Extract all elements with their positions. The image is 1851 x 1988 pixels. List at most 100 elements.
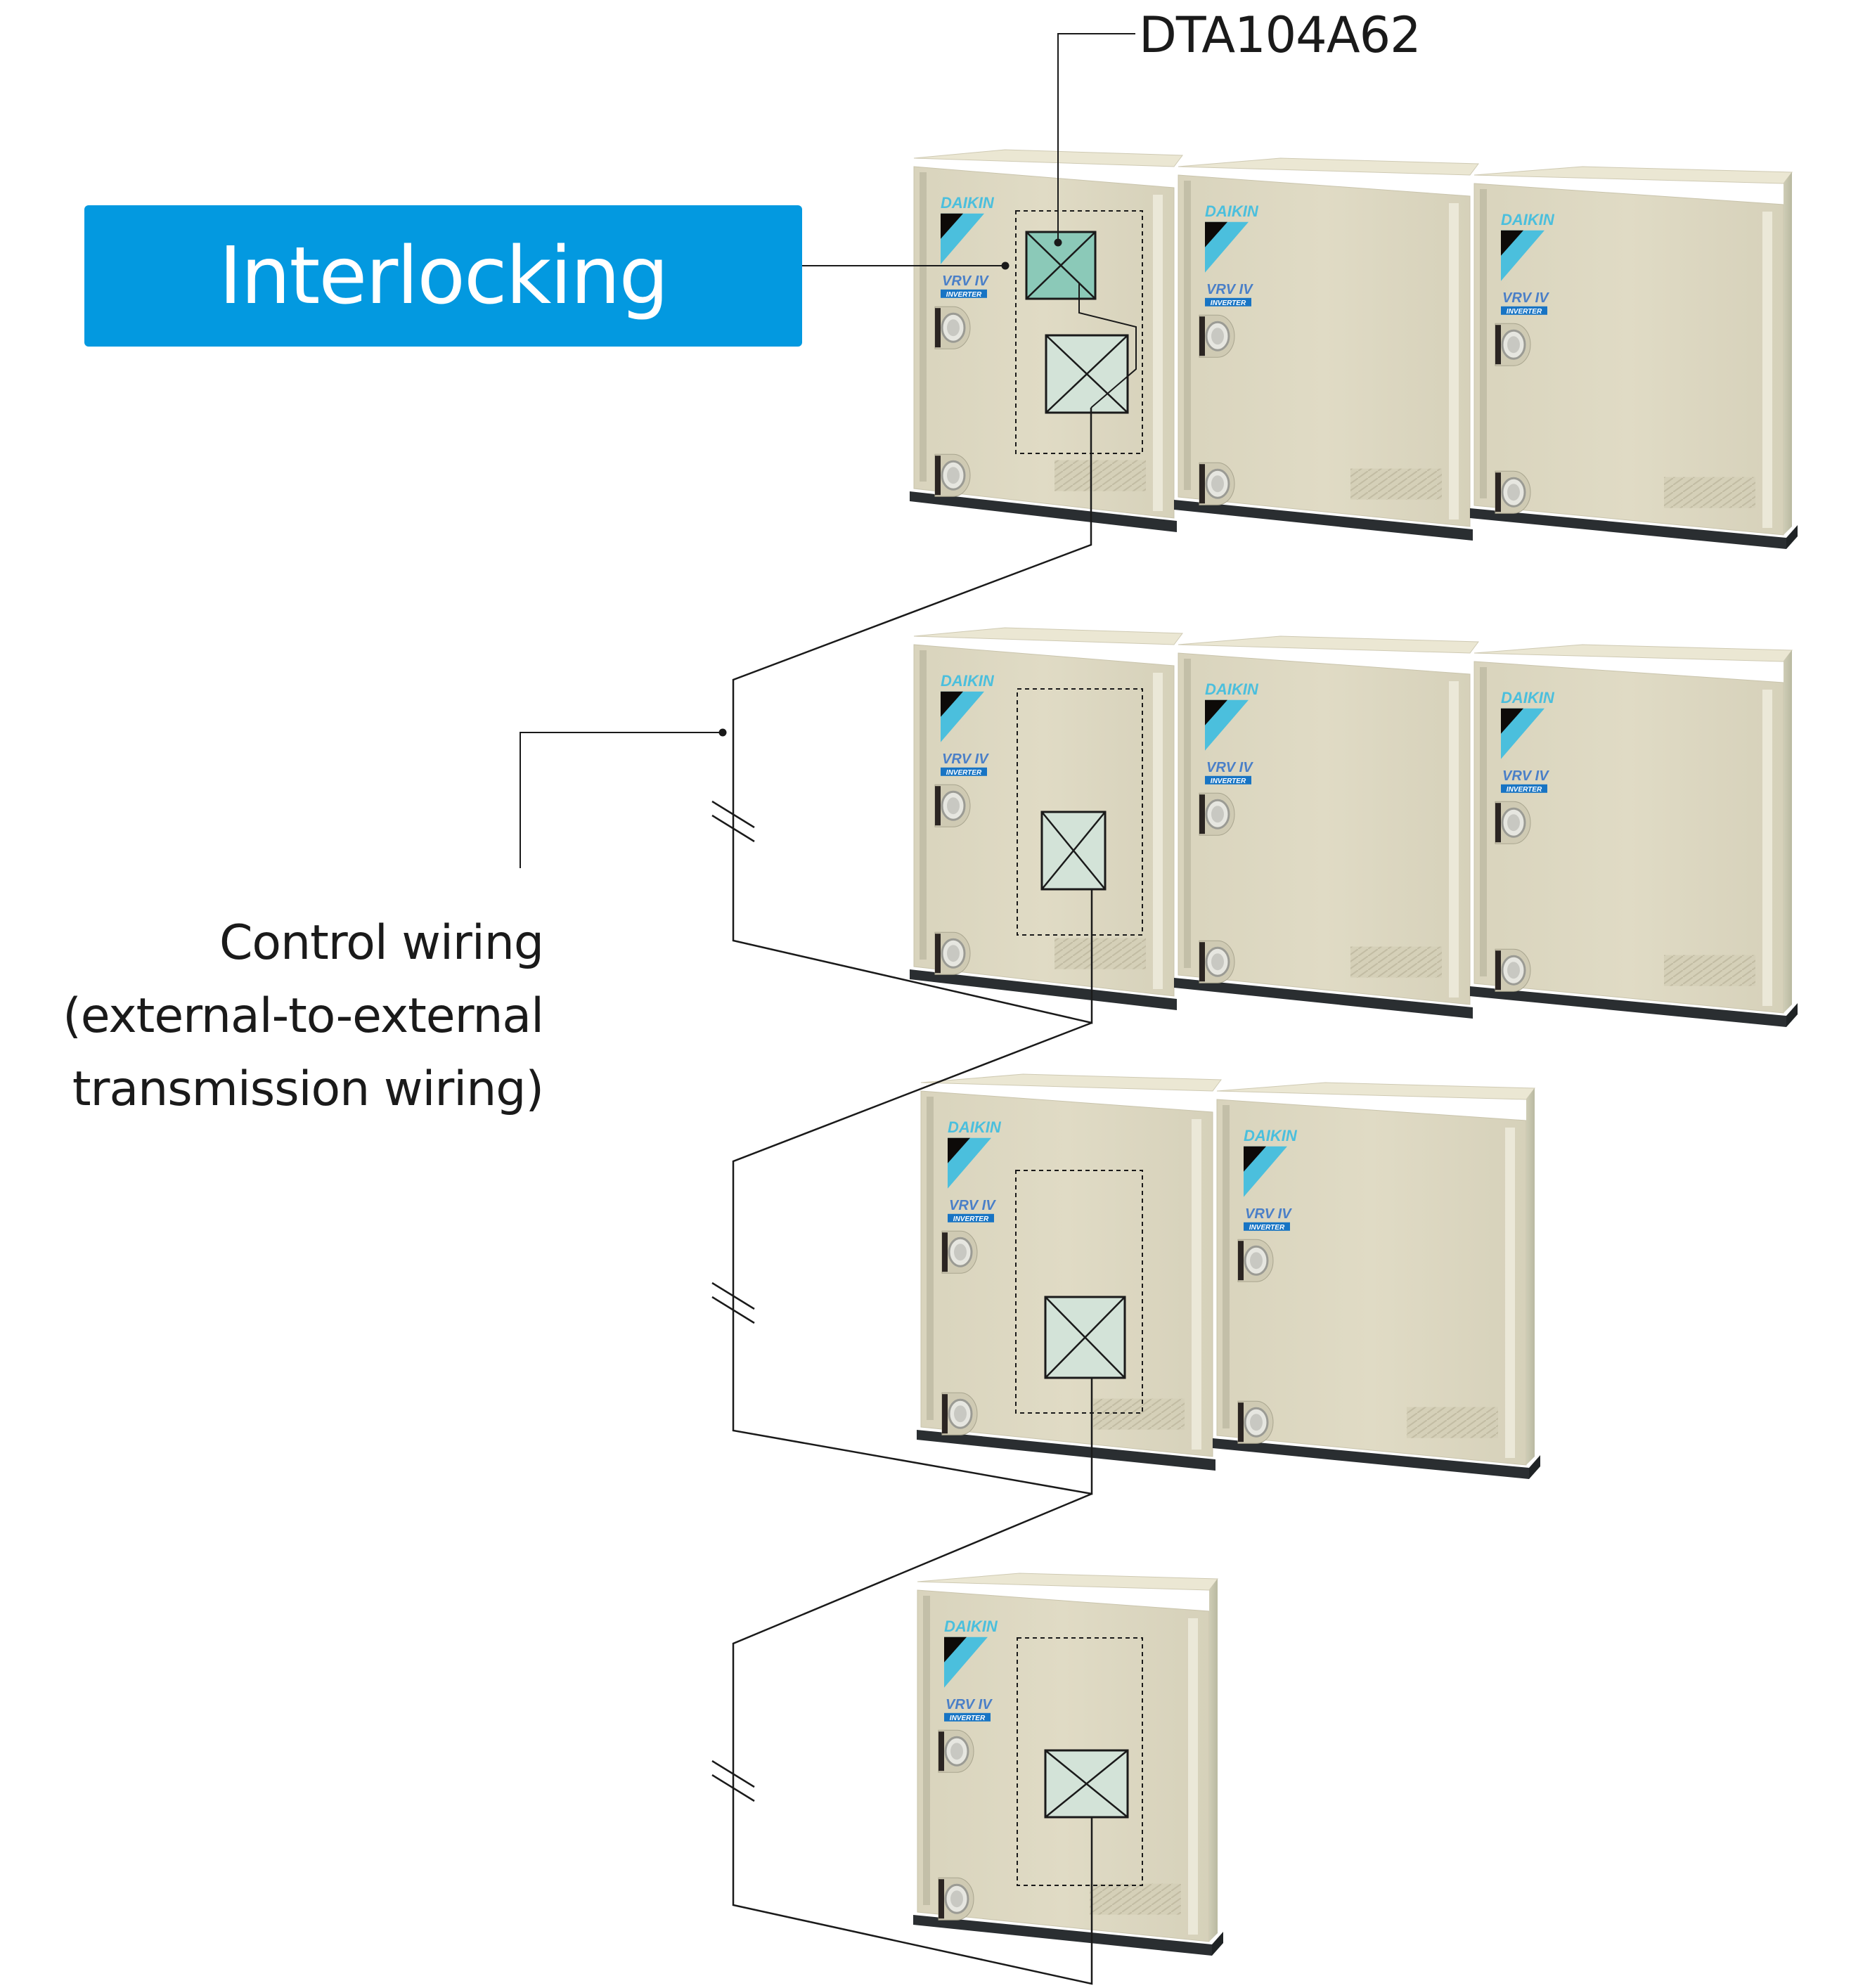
inverter-badge-text: INVERTER (946, 291, 982, 299)
daikin-brand-text: DAIKIN (1205, 202, 1259, 220)
unit-base-side (1212, 1932, 1223, 1956)
unit-base-rail (1470, 986, 1786, 1027)
daikin-logo-black-icon (1244, 1146, 1266, 1172)
daikin-brand-text: DAIKIN (941, 194, 995, 212)
vent-louver (1350, 946, 1442, 978)
outdoor-pcb (1040, 811, 1107, 891)
inverter-badge (941, 289, 987, 298)
inverter-badge-text: INVERTER (1507, 786, 1542, 794)
pipe-connector-inner (1250, 1414, 1263, 1431)
control-wiring-label-line3: transmission wiring) (72, 1061, 544, 1117)
outdoor-pcb (1044, 1296, 1126, 1379)
control-box-outline (1015, 210, 1143, 454)
outdoor-unit-module: DAIKIN VRV IV INVERTER (910, 149, 1183, 532)
unit-side-panel (1784, 650, 1792, 1013)
unit-frame-strip-right (1449, 681, 1459, 998)
vent-louver (1350, 468, 1442, 500)
break-mark-line-a (711, 1282, 755, 1310)
daikin-logo-black-icon (1501, 230, 1523, 256)
transmission-wire-row2-row3 (732, 1021, 1093, 1495)
transmission-wire-row3-row4 (732, 1492, 1093, 1985)
inverter-badge (1501, 306, 1547, 315)
unit-side-panel (1209, 1579, 1218, 1942)
unit-frame-strip-right (1505, 1128, 1515, 1458)
daikin-brand-text: DAIKIN (941, 672, 995, 690)
outdoor-unit-module: DAIKIN VRV IV INVERTER (1470, 644, 1798, 1027)
control-box-outline (1017, 688, 1143, 936)
pipe-port-shadow (1238, 1402, 1244, 1442)
pipe-connector-inner (950, 1890, 963, 1908)
unit-frame-strip (1184, 181, 1191, 490)
unit-base-rail (910, 969, 1177, 1010)
inverter-badge-text: INVERTER (1249, 1224, 1285, 1232)
vent-louver (1664, 477, 1755, 508)
pipe-connector-inner (1211, 328, 1224, 345)
inverter-badge-text: INVERTER (1211, 299, 1246, 307)
unit-base-rail (917, 1430, 1215, 1471)
control-wiring-label-line2: (external-to-external (63, 988, 544, 1044)
unit-frame-strip-right (1153, 673, 1163, 989)
pipe-connector-inner (1507, 814, 1520, 832)
unit-front-panel (920, 1090, 1213, 1457)
outdoor-pcb-cross-b (1045, 1296, 1126, 1379)
unit-base-rail (1470, 508, 1786, 549)
vent-louver (1664, 955, 1755, 986)
outdoor-pcb (1044, 1749, 1129, 1819)
vrv-series-text: VRV IV (1502, 768, 1549, 784)
unit-base-rail (1174, 500, 1473, 541)
interlocking-leader-dot (1001, 262, 1010, 270)
pipe-port-shadow (942, 1394, 948, 1434)
control-box-outline (1015, 1170, 1143, 1414)
pipe-port-shadow (935, 308, 941, 348)
vent-louver (1055, 460, 1146, 491)
pipe-connector-inner (954, 1405, 967, 1423)
adaptor-part-number: DTA104A62 (1139, 6, 1421, 64)
control-wiring-layer (520, 33, 1137, 1985)
pipe-port-shadow (1495, 325, 1501, 365)
interlock-adaptor-pcb-cross-b (1026, 231, 1096, 299)
unit-frame-strip (1223, 1105, 1230, 1428)
outdoor-pcb-cross-b (1045, 1750, 1128, 1818)
pipe-connector-inner (1211, 475, 1224, 493)
outdoor-units-layer: DAIKIN VRV IV INVERTER DAIKIN VRV IV INVERTER… (910, 149, 1798, 1956)
vrv-series-text: VRV IV (949, 1198, 996, 1213)
pipe-port-shadow (939, 1879, 944, 1919)
break-mark-line-a (711, 1760, 755, 1788)
unit-frame-strip (927, 1097, 934, 1420)
unit-top-panel (1473, 166, 1793, 184)
vrv-series-text: VRV IV (942, 751, 989, 767)
daikin-logo-black-icon (1205, 699, 1227, 725)
pipe-port-shadow (1238, 1241, 1244, 1281)
pipe-port-shadow (935, 934, 941, 974)
daikin-logo-black-icon (941, 213, 963, 239)
inverter-badge-text: INVERTER (950, 1715, 986, 1722)
unit-frame-strip (920, 172, 927, 482)
inverter-badge (1244, 1222, 1290, 1231)
daikin-brand-text: DAIKIN (1501, 211, 1555, 228)
part-number-leader (1057, 33, 1135, 243)
pipe-connector-inner (947, 319, 960, 337)
vrv-series-text: VRV IV (1502, 290, 1549, 306)
inverter-badge (948, 1213, 994, 1222)
daikin-brand-text: DAIKIN (944, 1618, 998, 1635)
daikin-brand-text: DAIKIN (1501, 689, 1555, 706)
pipe-connector-inner (1507, 484, 1520, 501)
pipe-port-shadow (1199, 316, 1205, 356)
pipe-connector-inner (1507, 336, 1520, 354)
daikin-logo-black-icon (1501, 708, 1523, 734)
unit-side-panel (1784, 172, 1792, 535)
break-mark-icon (711, 1760, 755, 1802)
daikin-brand-text: DAIKIN (948, 1118, 1002, 1136)
unit-base-side (1786, 1003, 1798, 1027)
pipe-port-shadow (1495, 803, 1501, 843)
daikin-logo-black-icon (948, 1137, 970, 1163)
vrv-series-text: VRV IV (942, 273, 989, 289)
pipe-port-shadow (1495, 472, 1501, 512)
unit-base-side (1529, 1455, 1540, 1479)
